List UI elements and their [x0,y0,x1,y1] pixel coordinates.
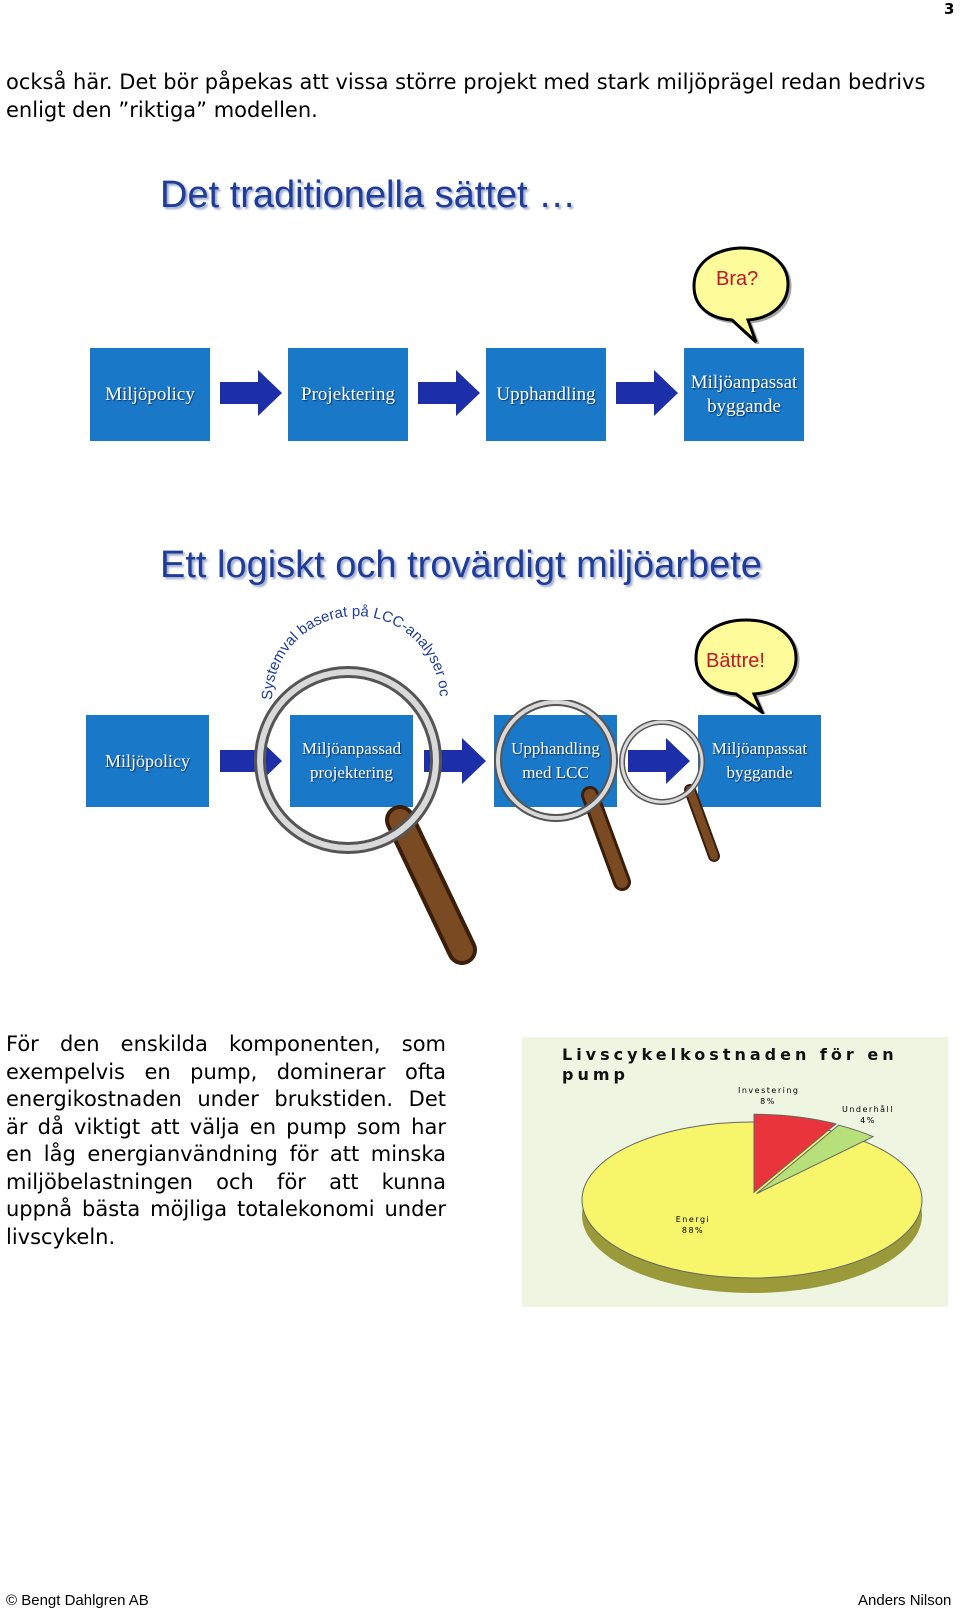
magnifier-medium-icon [494,700,631,891]
flow1-box-label: Upphandling [496,383,596,405]
bubble-battre-text: Bättre! [706,650,765,672]
magnifier-large-icon [254,666,477,965]
bubble-battre-icon [694,618,800,714]
footer-right: Anders Nilson [858,1592,952,1609]
footer-left: © Bengt Dahlgren AB [6,1592,149,1609]
flow1-box-label: Miljöpolicy [105,383,195,405]
bubble-bra-text: Bra? [716,268,759,290]
flow1-arrow-1-icon [220,370,282,416]
pie-slice-investering [753,1113,837,1194]
pie-chart [581,1113,923,1293]
pie-label-energi: Energi 88% [668,1214,718,1236]
flow2-arrow-3-icon [628,738,690,784]
flow1-box-projektering: Projektering [288,348,408,441]
pie-label-investering: Investering 8% [738,1085,798,1107]
flow2-box-label: Upphandling med LCC [511,739,600,782]
pie-label-underhall-value: 4% [860,1116,876,1125]
pie-label-energi-value: 88% [681,1226,705,1235]
pie-label-underhall: Underhåll 4% [838,1104,898,1126]
flow2-arrow-2-icon [424,738,486,784]
flow1-box-label: Miljöanpassat byggande [690,371,798,417]
pie-label-underhall-name: Underhåll [842,1105,894,1114]
pie-slice-underhall [756,1124,875,1194]
flow2-box-label: Miljöanpassad projektering [301,739,402,782]
section1-heading: Det traditionella sättet … [160,174,577,216]
page-number: 3 [944,0,955,18]
pie-label-energi-name: Energi [675,1215,711,1224]
flow2-box-projektering: Miljöanpassad projektering [290,715,413,807]
flow2-box-label: Miljöpolicy [105,751,190,771]
flow2-box-byggande: Miljöanpassat byggande [698,715,821,807]
body-paragraph: För den enskilda komponenten, som exempe… [6,1032,446,1249]
arc-caption: Systemval baserat på LCC-analyser och LC… [250,600,453,700]
flow2-box-label: Miljöanpassat byggande [711,739,808,782]
bubble-bra-icon [692,246,792,344]
flow1-arrow-3-icon [616,370,678,416]
pie-slice-energi [581,1121,923,1279]
magnifier-small-icon [619,720,720,862]
chart-title: Livscykelkostnaden för en pump [562,1045,898,1084]
flow1-box-miljopolicy: Miljöpolicy [90,348,210,441]
section2-heading: Ett logiskt och trovärdigt miljöarbete [160,544,762,586]
pie-label-investering-name: Investering [738,1086,800,1095]
intro-paragraph: också här. Det bör påpekas att vissa stö… [6,70,926,122]
flow1-box-upphandling: Upphandling [486,348,606,441]
pie-label-investering-value: 8% [760,1097,776,1106]
flow1-arrow-2-icon [418,370,480,416]
flow1-box-byggande: Miljöanpassat byggande [684,348,804,441]
flow1-box-label: Projektering [301,383,395,405]
flow2-box-miljopolicy: Miljöpolicy [86,715,209,807]
